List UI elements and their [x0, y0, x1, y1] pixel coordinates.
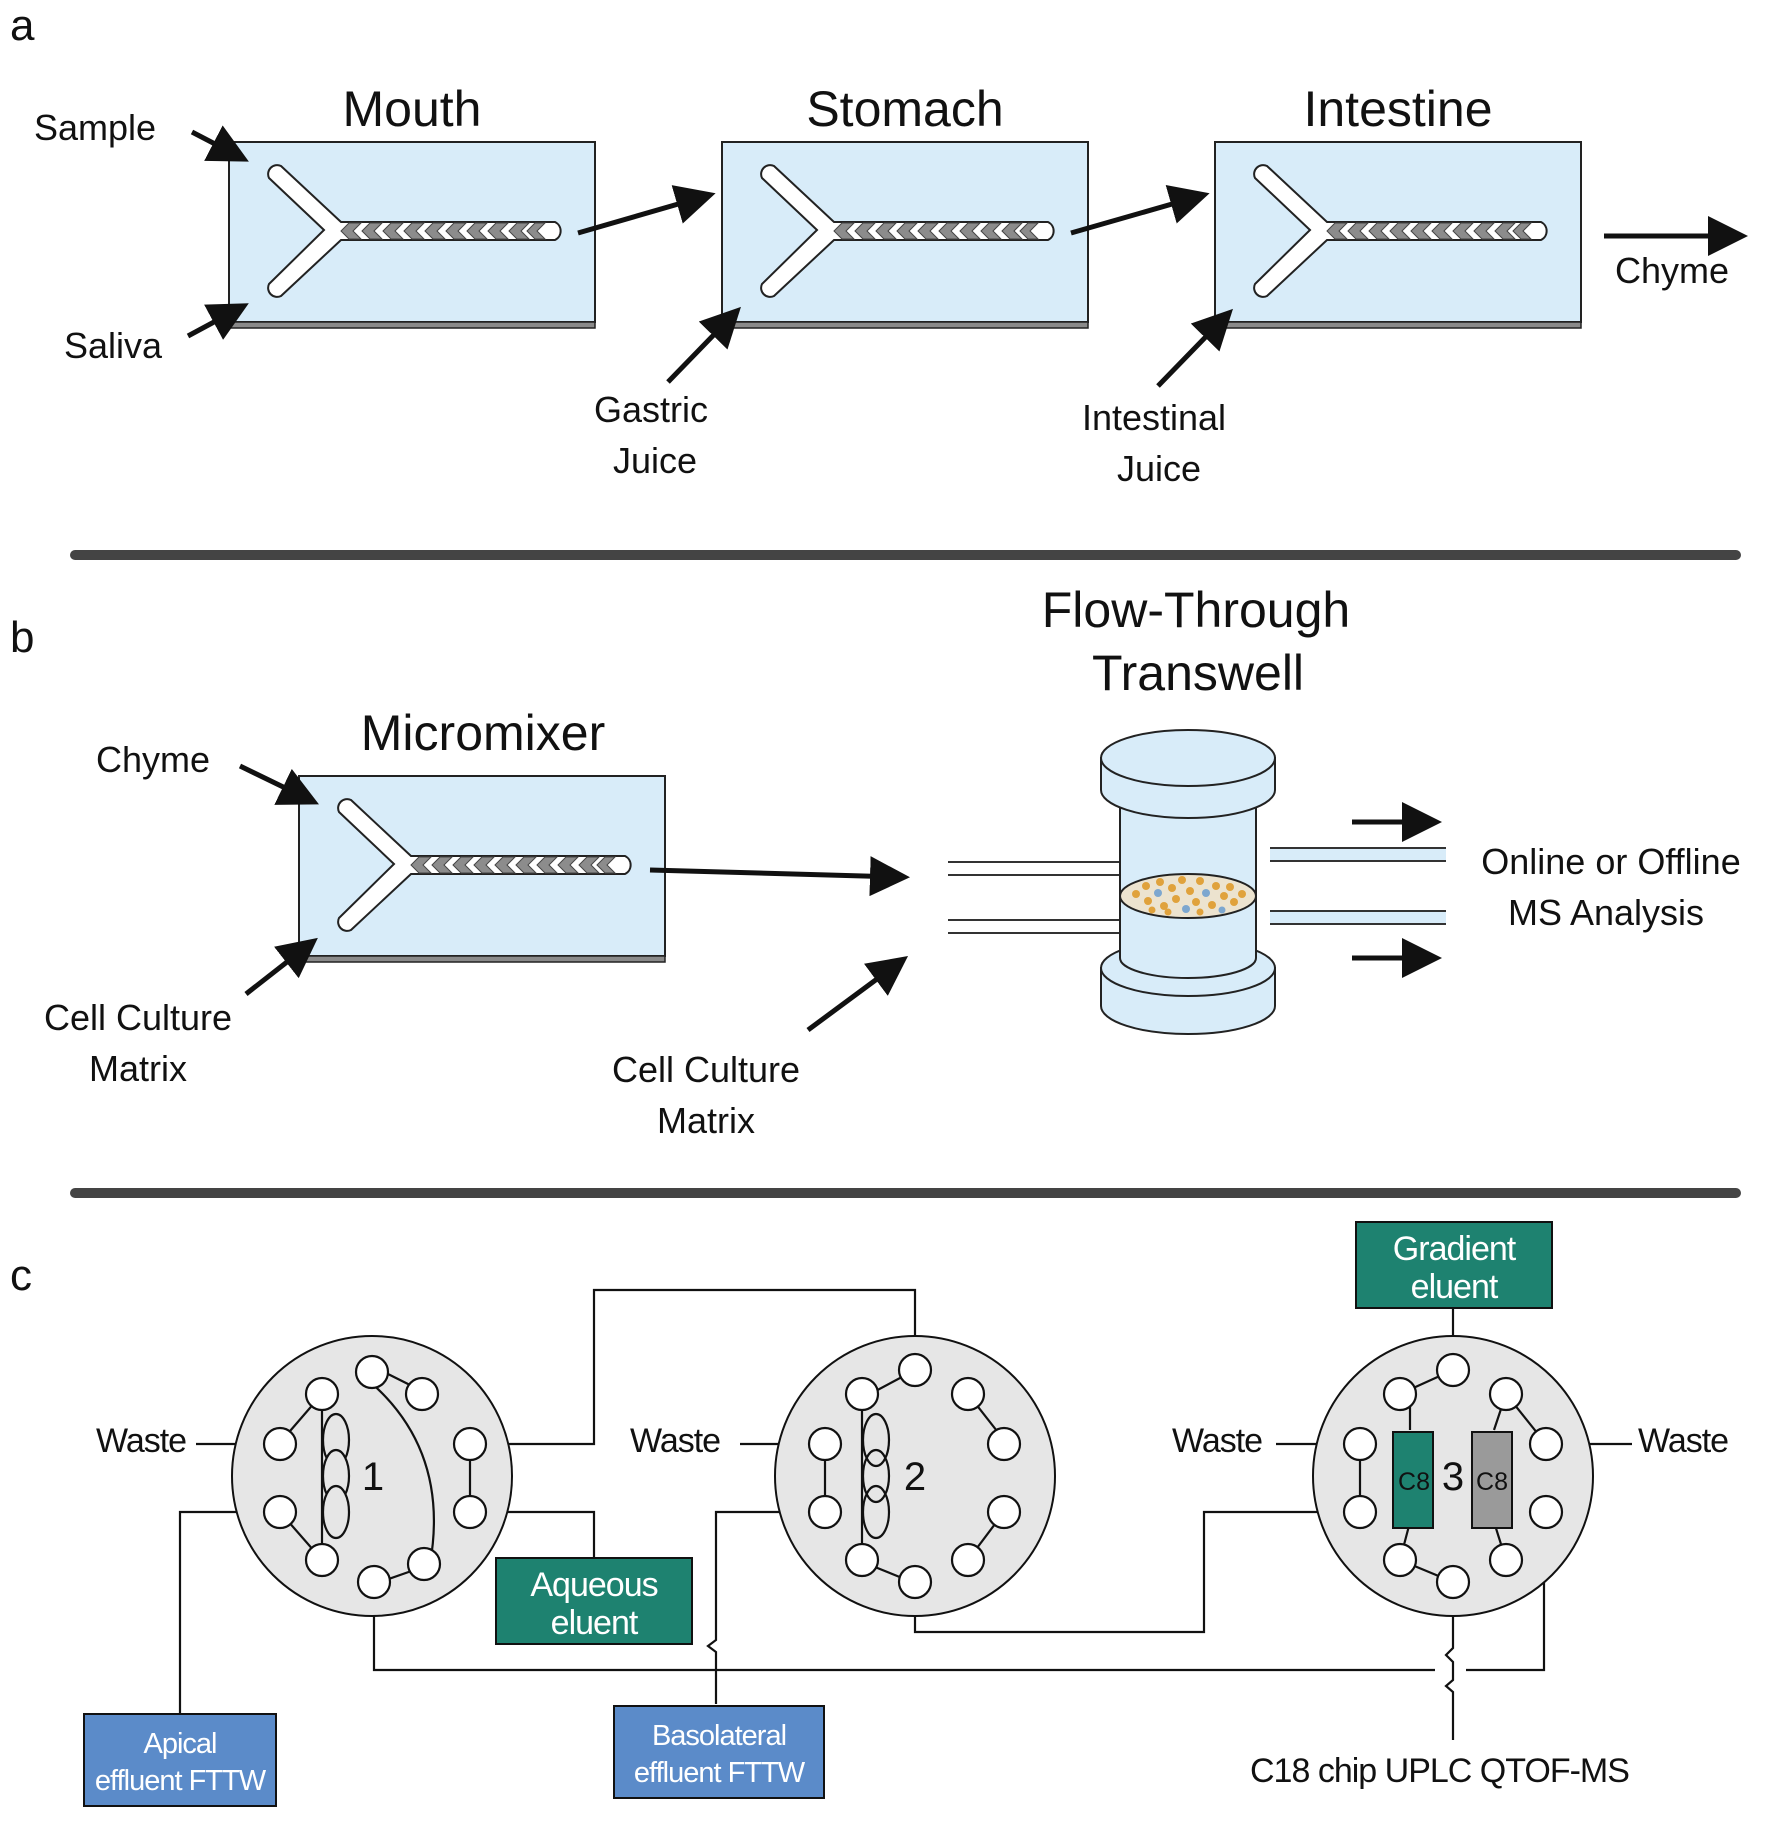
- saliva-arrow: [186, 303, 249, 340]
- intestinal-label-2: Juice: [1117, 448, 1201, 489]
- gradient-eluent-label-2: eluent: [1411, 1268, 1499, 1306]
- column-c8-green-label: C8: [1398, 1468, 1430, 1496]
- chyme-input-label: Chyme: [96, 739, 210, 780]
- waste-label-1: Waste: [96, 1422, 186, 1460]
- aqueous-eluent-box: [495, 1557, 693, 1645]
- flow-through-transwell: [1100, 729, 1276, 1035]
- gastric-label-2: Juice: [613, 440, 697, 481]
- apical-effluent-label-2: effluent FTTW: [95, 1765, 267, 1797]
- gastric-label-1: Gastric: [594, 389, 708, 430]
- sample-label: Sample: [34, 107, 156, 148]
- valve-3-number: 3: [1442, 1455, 1464, 1499]
- panel-b-letter: b: [10, 613, 34, 662]
- stomach-chip: [721, 141, 1089, 329]
- arrow-mouth-to-stomach: [577, 185, 716, 236]
- micromixer-chip: [298, 775, 666, 963]
- valve-1: 1: [231, 1335, 513, 1617]
- matrix-left-label-2: Matrix: [89, 1048, 187, 1089]
- basolateral-effluent-label-1: Basolateral: [652, 1720, 786, 1752]
- transwell-title-2: Transwell: [1092, 645, 1304, 701]
- aqueous-eluent-label-1: Aqueous: [530, 1566, 657, 1604]
- matrix-right-label-2: Matrix: [657, 1100, 755, 1141]
- valve-1-number: 1: [362, 1455, 384, 1499]
- panel-c-letter: c: [10, 1251, 32, 1300]
- outlet-tube-top-fill: [1270, 849, 1446, 860]
- arrow-stomach-to-intestine: [1070, 185, 1210, 236]
- sample-arrow: [190, 125, 249, 162]
- micromixer-out-arrow: [649, 856, 910, 897]
- valve-2: 2: [774, 1335, 1056, 1617]
- transwell-tubes: [948, 847, 1446, 934]
- matrix-right-label-1: Cell Culture: [612, 1049, 800, 1090]
- gradient-eluent-box: [1355, 1221, 1553, 1309]
- chip-title-stomach: Stomach: [806, 81, 1003, 137]
- basolateral-effluent-label-2: effluent FTTW: [634, 1757, 806, 1789]
- valve-3: C8 C8 3: [1312, 1335, 1594, 1617]
- mouth-chip: [228, 141, 596, 329]
- ms-analysis-label-2: MS Analysis: [1508, 892, 1704, 933]
- waste-label-4: Waste: [1638, 1422, 1728, 1460]
- gradient-eluent-label-1: Gradient: [1393, 1230, 1517, 1268]
- matrix-left-label-1: Cell Culture: [44, 997, 232, 1038]
- ms-analysis-label-1: Online or Offline: [1481, 841, 1740, 882]
- saliva-label: Saliva: [64, 325, 163, 366]
- chyme-output-label: Chyme: [1615, 250, 1729, 291]
- column-c8-grey: [1471, 1431, 1513, 1529]
- transwell-title-1: Flow-Through: [1042, 582, 1350, 638]
- outlet-tube-bottom-fill: [1270, 912, 1446, 923]
- ms-instrument-label: C18 chip UPLC QTOF-MS: [1250, 1752, 1629, 1790]
- chip-title-intestine: Intestine: [1303, 81, 1492, 137]
- valve-2-number: 2: [904, 1455, 926, 1499]
- intestine-chip: [1214, 141, 1582, 329]
- waste-label-2: Waste: [630, 1422, 720, 1460]
- apical-effluent-box: [83, 1713, 277, 1807]
- column-c8-green: [1392, 1431, 1434, 1529]
- micromixer-title: Micromixer: [361, 705, 605, 761]
- intestinal-label-1: Intestinal: [1082, 397, 1226, 438]
- waste-label-3: Waste: [1172, 1422, 1262, 1460]
- apical-effluent-label-1: Apical: [144, 1728, 217, 1760]
- chip-title-mouth: Mouth: [343, 81, 482, 137]
- intestinal-arrow: [1156, 308, 1233, 388]
- matrix-right-arrow: [806, 956, 909, 1033]
- column-c8-grey-label: C8: [1476, 1468, 1508, 1496]
- cell-particles: [1132, 876, 1246, 916]
- aqueous-eluent-label-2: eluent: [551, 1604, 639, 1642]
- matrix-left-arrow: [244, 937, 318, 996]
- panel-a-letter: a: [10, 1, 35, 50]
- chyme-input-arrow: [238, 763, 319, 805]
- basolateral-effluent-box: [613, 1705, 825, 1799]
- gastric-arrow: [666, 306, 741, 384]
